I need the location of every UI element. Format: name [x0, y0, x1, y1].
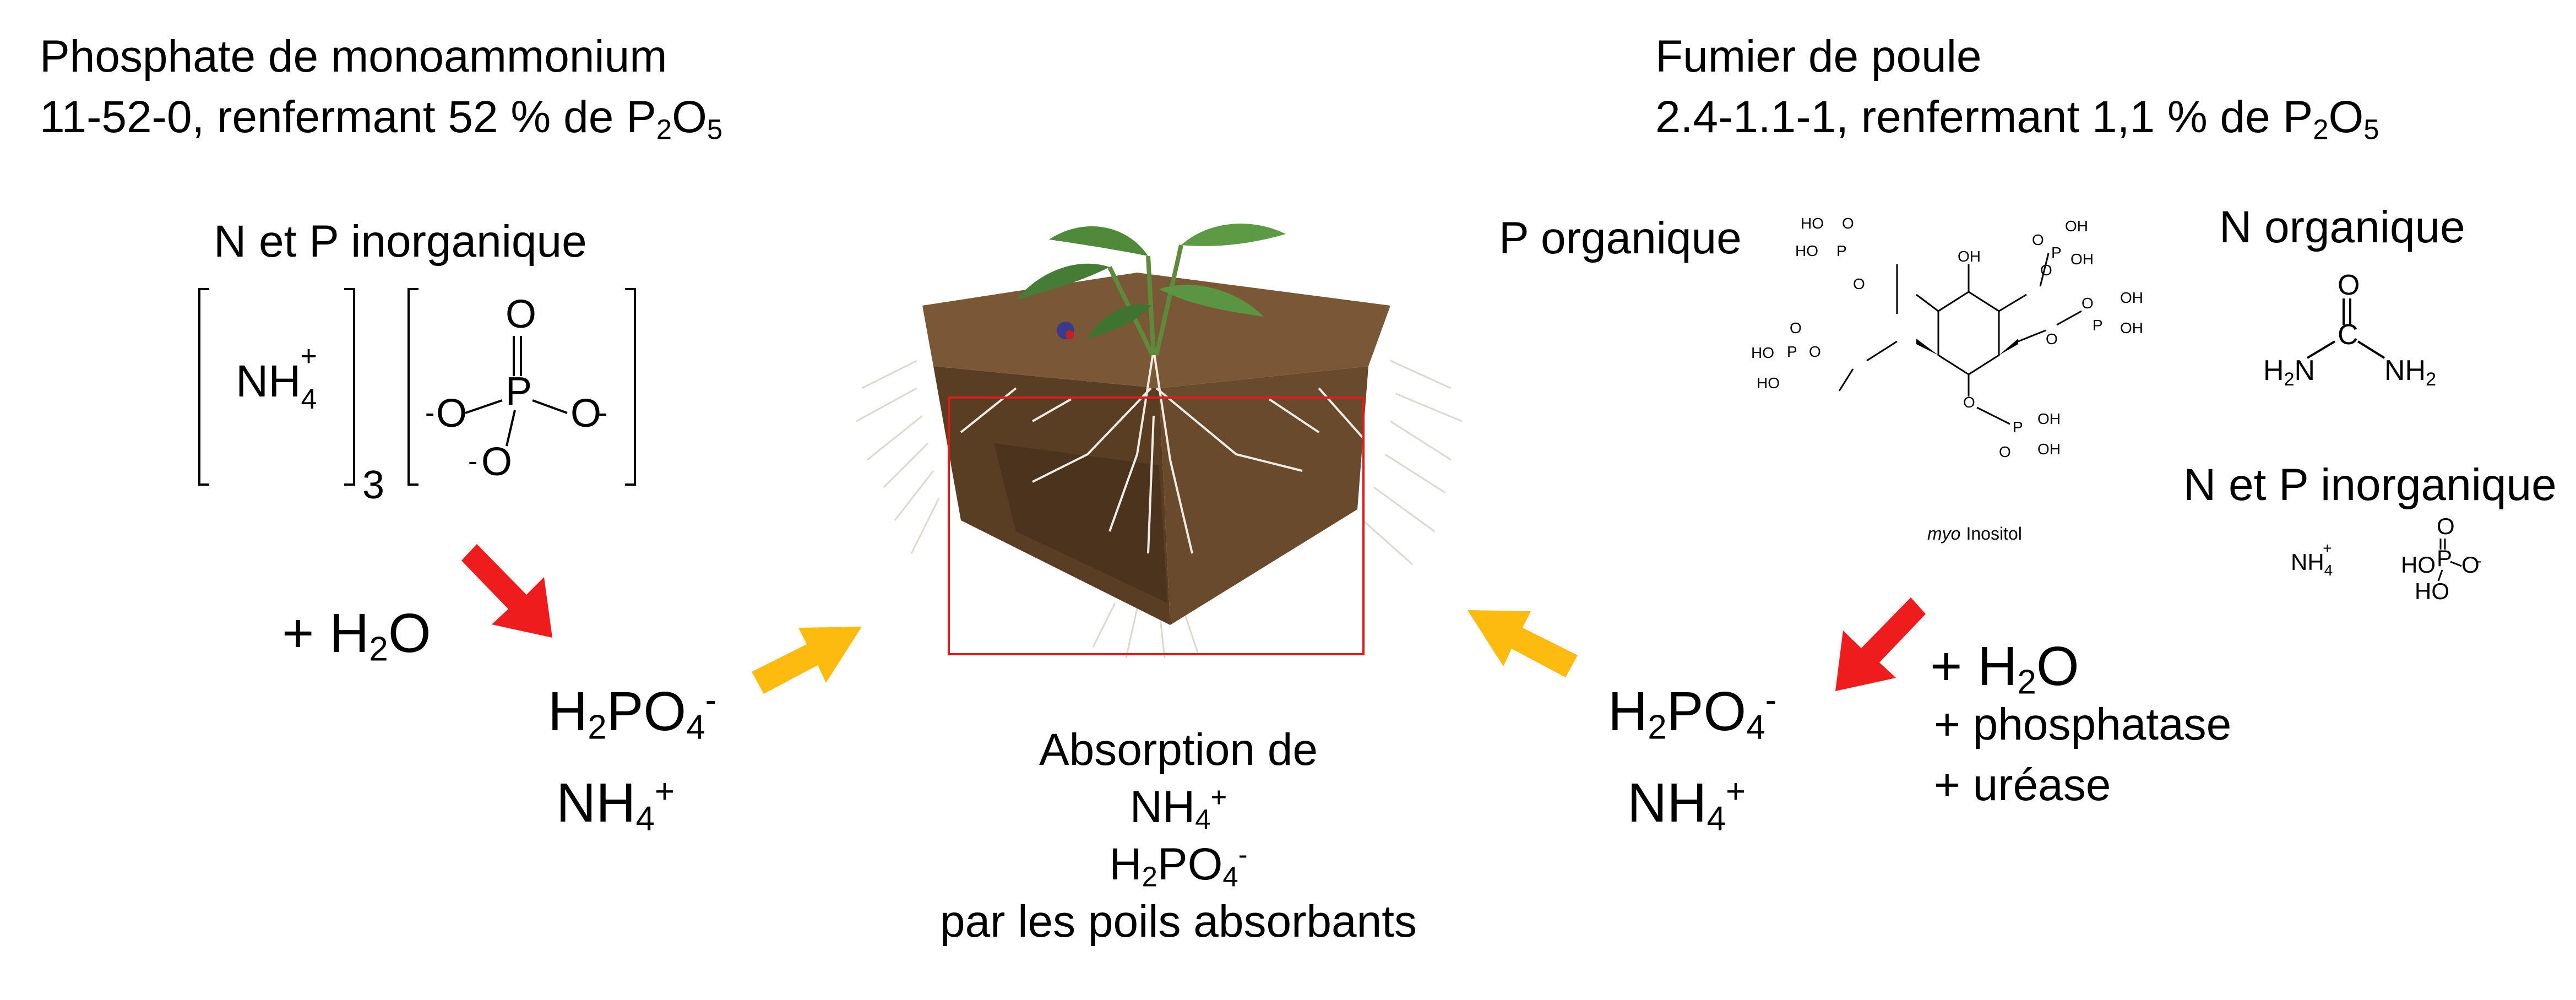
svg-text:O: O [1999, 443, 2011, 460]
left-water-label: + H2O [282, 602, 431, 669]
left-inorganic-label: N et P inorganique [214, 216, 587, 267]
urea-structure: O C H2N NH2 [2263, 270, 2436, 390]
svg-text:OH: OH [2037, 441, 2061, 458]
small-inorganic-structures: NH4+ HO P O O- HO [2291, 518, 2482, 604]
orange-arrow-up-left-icon [1468, 610, 1578, 677]
svg-text:O: O [2032, 231, 2044, 248]
right-nh4-label: NH4+ [1627, 772, 1746, 838]
svg-text:OH: OH [2065, 218, 2088, 235]
phosphate-o-left: O [436, 392, 467, 436]
svg-text:H2N: H2N [2263, 355, 2315, 390]
svg-text:O: O [2040, 262, 2052, 279]
svg-text:HO: HO [1757, 374, 1780, 392]
svg-text:NH4+: NH4+ [2291, 540, 2333, 579]
ammonium-phosphate-structure: NH4+ 3 O P - O O - - O [198, 288, 636, 504]
svg-text:NH2: NH2 [2384, 355, 2436, 390]
svg-text:O: O [2338, 270, 2360, 301]
phosphate-p: P [506, 369, 532, 414]
center-caption-nh4: NH4+ [1129, 781, 1227, 835]
svg-text:OH: OH [2120, 319, 2143, 336]
right-urease-label: + uréase [1934, 760, 2111, 810]
svg-text:P: P [2013, 419, 2023, 436]
svg-text:O: O [1809, 343, 1821, 360]
svg-text:P: P [1836, 242, 1847, 259]
center-caption-line1: Absorption de [1039, 725, 1318, 775]
svg-text:P: P [2093, 317, 2103, 334]
svg-text:P: P [2051, 244, 2062, 261]
bracket-ammonium-label: NH4+ [236, 340, 317, 415]
left-h2po4-label: H2PO4- [548, 681, 717, 747]
svg-text:HO: HO [2415, 578, 2449, 604]
svg-text:OH: OH [2037, 410, 2061, 427]
root-zone-highlight-box [948, 396, 1365, 655]
svg-text:HO: HO [1801, 215, 1824, 232]
svg-text:OH: OH [2070, 251, 2094, 268]
svg-text:P: P [1787, 343, 1797, 360]
left-title-line2: 11-52-0, renfermant 52 % de P2O5 [40, 92, 723, 145]
svg-text:-: - [425, 397, 434, 429]
right-p-organic-label: P organique [1499, 213, 1742, 263]
bracket-multiplier: 3 [362, 463, 384, 504]
svg-text:O: O [1853, 275, 1865, 292]
svg-text:O: O [1842, 215, 1854, 232]
red-arrow-down-right-icon [461, 544, 552, 638]
svg-text:HO: HO [1751, 344, 1774, 361]
left-title-line1: Phosphate de monoammonium [40, 31, 667, 81]
center-caption-line4: par les poils absorbants [939, 896, 1417, 947]
right-water-label: + H2O [1930, 635, 2079, 702]
left-nh4-label: NH4+ [556, 772, 675, 838]
phosphate-o-top: O [506, 292, 536, 336]
svg-text:O: O [2046, 330, 2058, 347]
svg-text:-: - [2477, 552, 2482, 569]
right-phosphatase-label: + phosphatase [1934, 699, 2232, 749]
center-caption: Absorption de NH4+ H2PO4- par les poils … [870, 721, 1487, 951]
svg-text:O: O [2437, 518, 2455, 539]
orange-arrow-up-right-icon [752, 627, 862, 694]
svg-text:HO: HO [1795, 242, 1818, 259]
soil-block-with-plant-illustration [856, 224, 1463, 659]
svg-text:O: O [2461, 552, 2480, 578]
right-n-organic-label: N organique [2219, 202, 2465, 252]
svg-text:-: - [468, 445, 477, 477]
svg-text:-: - [598, 397, 607, 429]
red-arrow-down-left-icon [1835, 597, 1926, 691]
svg-text:OH: OH [2120, 289, 2143, 306]
phosphate-o-right: O [570, 392, 601, 436]
right-h2po4-label: H2PO4- [1608, 681, 1777, 747]
right-title-line1: Fumier de poule [1655, 31, 1982, 81]
phosphate-o-bottom: O [481, 440, 512, 484]
svg-text:O: O [1963, 394, 1975, 411]
svg-text:O: O [2082, 295, 2094, 312]
svg-text:C: C [2338, 319, 2358, 351]
svg-text:HO: HO [2401, 552, 2436, 578]
right-title-line2: 2.4-1.1-1, renfermant 1,1 % de P2O5 [1655, 92, 2379, 145]
svg-text:O: O [1790, 319, 1802, 336]
right-np-inorganic-label: N et P inorganique [2183, 460, 2557, 510]
center-caption-h2po4: H2PO4- [1109, 839, 1248, 893]
svg-text:OH: OH [1958, 248, 1981, 265]
